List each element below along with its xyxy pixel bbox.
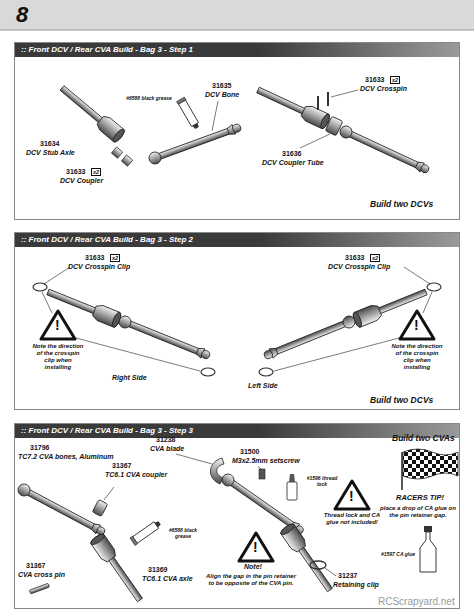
build-note: Build two DCVs bbox=[370, 200, 433, 210]
quantity-tag: x2 bbox=[370, 254, 380, 262]
build-note: Build two CVAs bbox=[392, 434, 455, 444]
part-name: M3x2.5mm setscrew bbox=[232, 457, 300, 465]
part-name: DCV Stub Axle bbox=[26, 149, 75, 157]
part-number: 31634 bbox=[40, 140, 59, 148]
part-name: DCV Crosspin Clip bbox=[328, 263, 390, 271]
note-text: Thread lock and CA glue not included! bbox=[322, 512, 382, 526]
part-number: 31633 bbox=[85, 254, 104, 262]
part-name: CVA blade bbox=[150, 445, 184, 453]
product-label: #6588 black grease bbox=[163, 528, 203, 540]
part-number: 31369 bbox=[148, 566, 167, 574]
note-text: Align the gap in the pin retainer to be … bbox=[205, 573, 297, 587]
page-number: 8 bbox=[16, 4, 28, 26]
part-name: TC7.2 CVA bones, Aluminum bbox=[18, 453, 88, 461]
part-number: 31635 bbox=[212, 82, 231, 90]
part-name: Right Side bbox=[112, 374, 147, 382]
part-number: 31636 bbox=[282, 150, 301, 158]
step-heading: :: Front DCV / Rear CVA Build - Bag 3 - … bbox=[15, 43, 459, 57]
quantity-tag: x2 bbox=[390, 76, 400, 84]
note-text: Note the direction of the crosspin clip … bbox=[391, 343, 443, 371]
product-label: #1597 CA glue bbox=[380, 552, 416, 558]
warning-mark: ! bbox=[349, 489, 354, 503]
note-text: place a drop of CA glue on the pin retai… bbox=[376, 505, 460, 519]
part-name: DCV Coupler bbox=[60, 177, 103, 185]
part-number: 31367 bbox=[112, 462, 131, 470]
part-number: 31367 bbox=[26, 562, 45, 570]
part-number: 31796 bbox=[30, 444, 49, 452]
warning-mark: ! bbox=[253, 540, 258, 554]
tip-heading: RACERS TIP! bbox=[396, 494, 444, 503]
part-name: Retaining clip bbox=[333, 581, 379, 589]
part-number: 31500 bbox=[240, 448, 259, 456]
warning-mark: ! bbox=[55, 318, 60, 332]
warning-mark: ! bbox=[414, 318, 419, 332]
part-name: DCV Bone bbox=[205, 91, 239, 99]
part-name: CVA cross pin bbox=[18, 571, 65, 579]
product-label: #6588 black grease bbox=[124, 96, 174, 102]
part-name: DCV Crosspin bbox=[360, 85, 407, 93]
note-text: Note the direction of the crosspin clip … bbox=[32, 343, 84, 371]
part-name: Left Side bbox=[248, 382, 278, 390]
part-name: TC6.1 CVA axle bbox=[142, 575, 193, 583]
part-number: 31238 bbox=[156, 436, 175, 444]
step-panel: :: Front DCV / Rear CVA Build - Bag 3 - … bbox=[14, 42, 460, 220]
build-note: Build two DCVs bbox=[370, 396, 433, 406]
part-number: 31237 bbox=[338, 572, 357, 580]
quantity-tag: x2 bbox=[91, 168, 101, 176]
quantity-tag: x2 bbox=[110, 254, 120, 262]
part-name: TC6.1 CVA coupler bbox=[105, 471, 167, 479]
part-name: DCV Crosspin Clip bbox=[68, 263, 130, 271]
part-name: DCV Coupler Tube bbox=[262, 159, 324, 167]
step-panel: :: Front DCV / Rear CVA Build - Bag 3 - … bbox=[14, 232, 460, 410]
step-heading: :: Front DCV / Rear CVA Build - Bag 3 - … bbox=[15, 233, 459, 247]
product-label: #1596 thread lock bbox=[304, 476, 340, 488]
part-name: Note! bbox=[244, 563, 262, 571]
watermark: RCScrapyard.net bbox=[378, 596, 455, 608]
part-number: 31633 bbox=[365, 76, 384, 84]
part-number: 31633 bbox=[66, 168, 85, 176]
part-number: 31633 bbox=[345, 254, 364, 262]
